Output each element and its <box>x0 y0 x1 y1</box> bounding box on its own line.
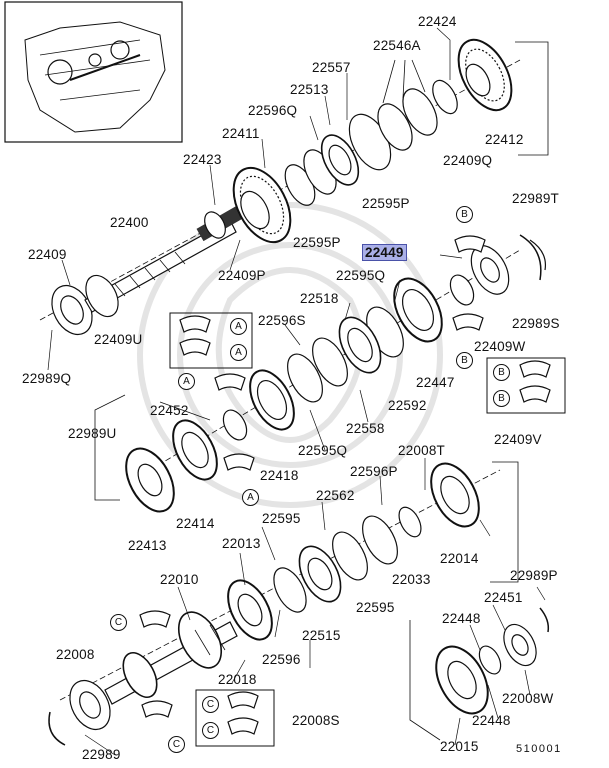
needle-bearing-box-a <box>169 312 253 369</box>
countershaft-assembly <box>48 461 519 746</box>
part-label-22596S: 22596S <box>258 313 306 328</box>
part-label-22518: 22518 <box>300 291 339 306</box>
part-label-22409P: 22409P <box>218 268 266 283</box>
part-label-22515: 22515 <box>302 628 341 643</box>
part-label-22008T: 22008T <box>398 443 445 458</box>
part-label-22452: 22452 <box>150 403 189 418</box>
reverse-gear-group <box>409 607 550 741</box>
callout-c-box-top: C <box>202 696 219 713</box>
part-label-22409W: 22409W <box>474 339 526 354</box>
part-label-22414: 22414 <box>176 516 215 531</box>
callout-c-box-bottom: C <box>202 722 219 739</box>
part-label-22409V: 22409V <box>494 432 542 447</box>
part-label-22013: 22013 <box>222 536 261 551</box>
part-label-22015: 22015 <box>440 739 479 754</box>
part-label-22546A: 22546A <box>373 38 421 53</box>
part-label-22018: 22018 <box>218 672 257 687</box>
leader-lines <box>47 27 546 756</box>
callout-b-box-bottom: B <box>493 390 510 407</box>
needle-bearing-box-c <box>195 689 275 747</box>
part-label-22400: 22400 <box>110 215 149 230</box>
part-label-22010: 22010 <box>160 572 199 587</box>
callout-a-mid: A <box>178 373 195 390</box>
part-label-22448-a: 22448 <box>442 611 481 626</box>
input-shaft-assembly <box>39 38 549 336</box>
part-label-22409U: 22409U <box>94 332 143 347</box>
callout-a-box-top: A <box>230 318 247 335</box>
part-label-22595-a: 22595 <box>262 511 301 526</box>
callout-c-lower: C <box>168 736 185 753</box>
part-label-22423: 22423 <box>183 152 222 167</box>
part-label-22562: 22562 <box>316 488 355 503</box>
part-label-22008W: 22008W <box>502 691 554 706</box>
main-shaft-gear-stack <box>94 234 547 513</box>
part-label-22595P-mid: 22595P <box>293 235 341 250</box>
part-label-22447: 22447 <box>416 375 455 390</box>
part-label-22033: 22033 <box>392 572 431 587</box>
part-label-22418: 22418 <box>260 468 299 483</box>
part-label-22413: 22413 <box>128 538 167 553</box>
part-label-22592: 22592 <box>388 398 427 413</box>
part-label-22008: 22008 <box>56 647 95 662</box>
part-label-22409: 22409 <box>28 247 67 262</box>
part-label-22595Q-top: 22595Q <box>336 268 386 283</box>
part-label-22595P-top: 22595P <box>362 196 410 211</box>
callout-c-upper: C <box>110 614 127 631</box>
part-label-22557: 22557 <box>312 60 351 75</box>
callout-a-box-bottom: A <box>230 344 247 361</box>
transmission-case-thumbnail <box>4 1 183 143</box>
part-label-22448-b: 22448 <box>472 713 511 728</box>
callout-b-mid: B <box>456 352 473 369</box>
part-label-22989P: 22989P <box>510 568 558 583</box>
part-label-22989Q: 22989Q <box>22 371 72 386</box>
part-label-22989T: 22989T <box>512 191 559 206</box>
part-label-22409Q: 22409Q <box>443 153 493 168</box>
part-label-22989: 22989 <box>82 747 121 762</box>
diagram-code: 510001 <box>516 743 562 755</box>
part-label-22008S: 22008S <box>292 713 340 728</box>
part-label-22595-b: 22595 <box>356 600 395 615</box>
part-label-22449-highlighted[interactable]: 22449 <box>362 244 407 261</box>
part-label-22596P: 22596P <box>350 464 398 479</box>
part-label-22989S: 22989S <box>512 316 560 331</box>
callout-b-top: B <box>456 206 473 223</box>
part-label-22451: 22451 <box>484 590 523 605</box>
part-label-22595Q-bottom: 22595Q <box>298 443 348 458</box>
part-label-22596Q: 22596Q <box>248 103 298 118</box>
part-label-22424: 22424 <box>418 14 457 29</box>
part-label-22412: 22412 <box>485 132 524 147</box>
part-label-22596: 22596 <box>262 652 301 667</box>
callout-a-low: A <box>242 489 259 506</box>
part-label-22558: 22558 <box>346 421 385 436</box>
callout-b-box-top: B <box>493 364 510 381</box>
loose-needle-bearings <box>139 235 486 718</box>
part-label-22411: 22411 <box>222 126 260 141</box>
part-label-22014: 22014 <box>440 551 479 566</box>
needle-bearing-box-b <box>486 357 566 414</box>
part-label-22989U: 22989U <box>68 426 117 441</box>
part-label-22513: 22513 <box>290 82 329 97</box>
